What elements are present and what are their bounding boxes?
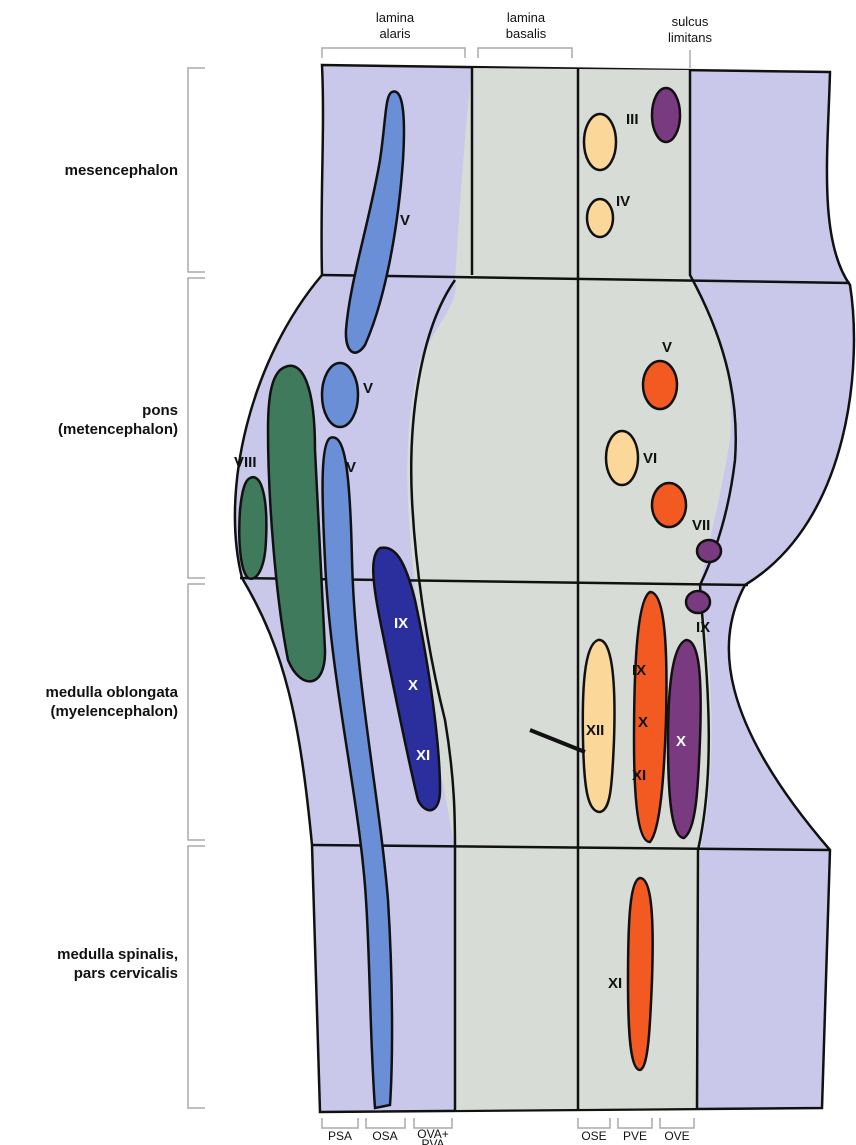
nucleus-ix-visceral xyxy=(686,591,710,613)
label-ova-pva-2: PVA xyxy=(421,1137,444,1145)
label-motor-xi-spinal: XI xyxy=(608,975,622,992)
nucleus-iii-somatic xyxy=(584,114,616,170)
label-sensory-xi: XI xyxy=(416,747,430,764)
label-ose: OSE xyxy=(581,1129,606,1143)
label-motor-x: X xyxy=(638,714,648,731)
label-myelencephalon: (myelencephalon) xyxy=(50,703,178,720)
label-medulla-oblongata: medulla oblongata xyxy=(45,684,178,701)
label-motor-ix: IX xyxy=(632,662,646,679)
label-motor-ix-small: IX xyxy=(696,619,710,636)
label-sulcus-limitans-2: limitans xyxy=(668,30,713,45)
label-pve: PVE xyxy=(623,1129,647,1143)
label-pons: pons xyxy=(142,402,178,419)
label-sensory-v-principal: V xyxy=(363,380,373,397)
region-labels: mesencephalon pons (metencephalon) medul… xyxy=(45,162,178,982)
label-lamina-basalis-2: basalis xyxy=(506,26,547,41)
top-labels: lamina alaris lamina basalis sulcus limi… xyxy=(376,10,713,45)
label-metencephalon: (metencephalon) xyxy=(58,421,178,438)
label-motor-xi: XI xyxy=(632,767,646,784)
label-motor-vi: VI xyxy=(643,450,657,467)
label-ove: OVE xyxy=(664,1129,689,1143)
bottom-brackets xyxy=(322,1118,694,1128)
label-motor-iii: III xyxy=(626,111,639,128)
label-motor-x-ove: X xyxy=(676,733,686,750)
label-lamina-basalis-1: lamina xyxy=(507,10,546,25)
label-lamina-alaris-1: lamina xyxy=(376,10,415,25)
nucleus-vii-visceral xyxy=(697,540,721,562)
label-sensory-x: X xyxy=(408,677,418,694)
nucleus-xi-spinal xyxy=(628,878,653,1070)
label-sensory-v-mesencephalic: V xyxy=(400,212,410,229)
bottom-labels: PSA OSA OVA+ PVA OSE PVE OVE xyxy=(328,1127,690,1145)
nucleus-vii xyxy=(652,483,686,527)
label-sensory-viii: VIII xyxy=(234,454,257,471)
label-mesencephalon: mesencephalon xyxy=(65,162,178,179)
label-lamina-alaris-2: alaris xyxy=(379,26,411,41)
label-sensory-ix: IX xyxy=(394,615,408,632)
label-osa: OSA xyxy=(372,1129,397,1143)
nucleus-v-motor xyxy=(643,361,677,409)
label-pars-cervicalis: pars cervicalis xyxy=(74,965,178,982)
label-medulla-spinalis: medulla spinalis, xyxy=(57,946,178,963)
nucleus-iv xyxy=(587,199,613,237)
nucleus-iii-visceral xyxy=(652,88,680,142)
label-sulcus-limitans-1: sulcus xyxy=(672,14,709,29)
label-motor-xii: XII xyxy=(586,722,604,739)
label-sensory-v-spinal: V xyxy=(346,459,356,476)
label-motor-iv: IV xyxy=(616,193,630,210)
label-motor-vii: VII xyxy=(692,517,710,534)
region-brackets xyxy=(188,68,205,1108)
nucleus-viii-lower xyxy=(239,477,266,579)
nucleus-vi xyxy=(606,431,638,485)
nucleus-v-principal xyxy=(322,363,358,427)
label-motor-v: V xyxy=(662,339,672,356)
label-psa: PSA xyxy=(328,1129,352,1143)
